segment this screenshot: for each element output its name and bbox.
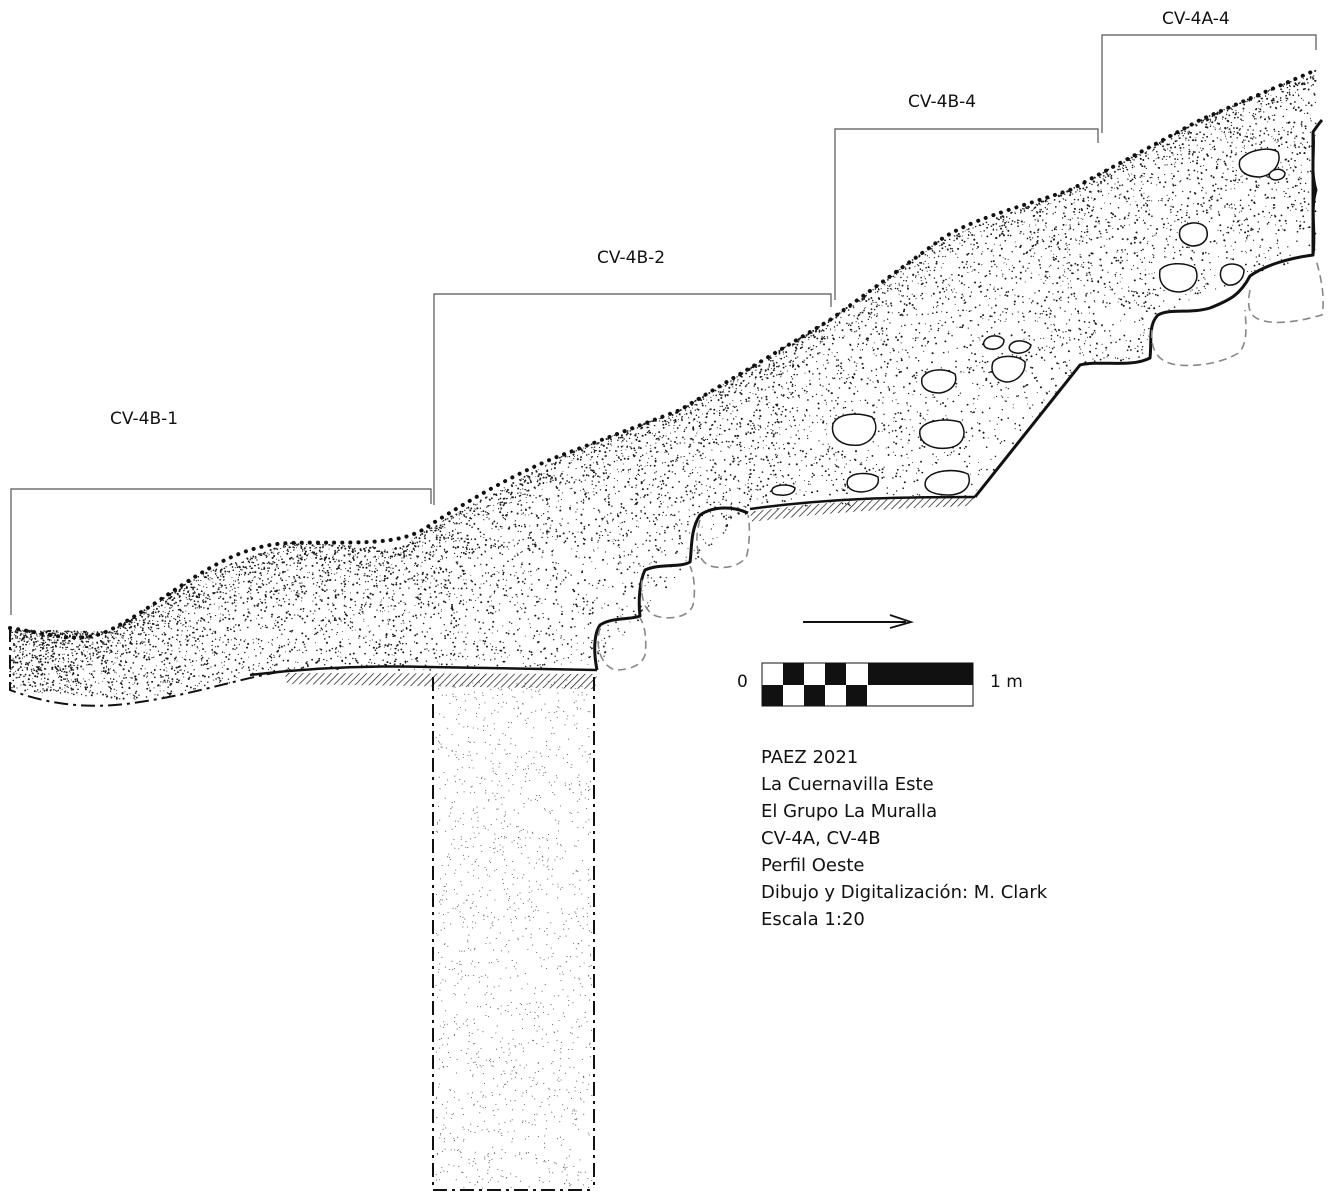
stone (771, 484, 796, 496)
unit-label-cv-4b-1: CV-4B-1 (110, 409, 179, 429)
stone (1219, 263, 1245, 286)
note-line: Escala 1:20 (761, 909, 865, 930)
stone (982, 335, 1005, 350)
direction-arrow (803, 614, 915, 629)
note-line: La Cuernavilla Este (761, 774, 934, 795)
note-line: PAEZ 2021 (761, 747, 859, 768)
stippled-soil-layer (9, 69, 1317, 701)
stone (924, 469, 970, 496)
stone (1008, 340, 1032, 354)
stone (1158, 263, 1198, 293)
base-line (249, 665, 598, 677)
unit-label-cv-4b-4: CV-4B-4 (908, 92, 977, 112)
surface-dotted-line (8, 68, 1318, 640)
scale-bar (761, 662, 974, 707)
note-line: CV-4A, CV-4B (761, 828, 881, 849)
wall-right-edge (1311, 131, 1318, 256)
base-line-upper (749, 495, 976, 511)
unit-label-cv-4b-2: CV-4B-2 (597, 248, 666, 268)
drawing-notes: PAEZ 2021 La Cuernavilla Este El Grupo L… (761, 744, 1047, 933)
bracket-cv-4b-1 (10, 488, 432, 615)
stone (831, 413, 877, 446)
note-line: Perfil Oeste (761, 855, 865, 876)
base-hatching (285, 498, 975, 689)
stone (920, 369, 957, 394)
stone (919, 419, 965, 450)
stone-inclusions (771, 148, 1286, 496)
stone (1238, 148, 1280, 178)
unit-brackets (10, 34, 1317, 615)
stippled-test-pit (435, 679, 593, 1189)
stone (1178, 222, 1208, 247)
stone (846, 472, 880, 493)
note-line: El Grupo La Muralla (761, 801, 938, 822)
scale-end-label: 1 m (990, 672, 1023, 692)
stone (1268, 168, 1286, 181)
test-pit-outline (432, 677, 595, 1191)
bracket-cv-4b-4 (834, 128, 1099, 300)
bracket-cv-4b-2 (433, 293, 832, 505)
bracket-cv-4a-4 (1101, 34, 1317, 133)
stone (991, 355, 1026, 383)
lower-boundary-dashdot (9, 628, 291, 707)
scale-start-label: 0 (737, 672, 748, 692)
note-line: Dibujo y Digitalización: M. Clark (761, 882, 1048, 903)
unit-label-cv-4a-4: CV-4A-4 (1162, 9, 1230, 29)
reconstructed-stones (597, 259, 1324, 671)
